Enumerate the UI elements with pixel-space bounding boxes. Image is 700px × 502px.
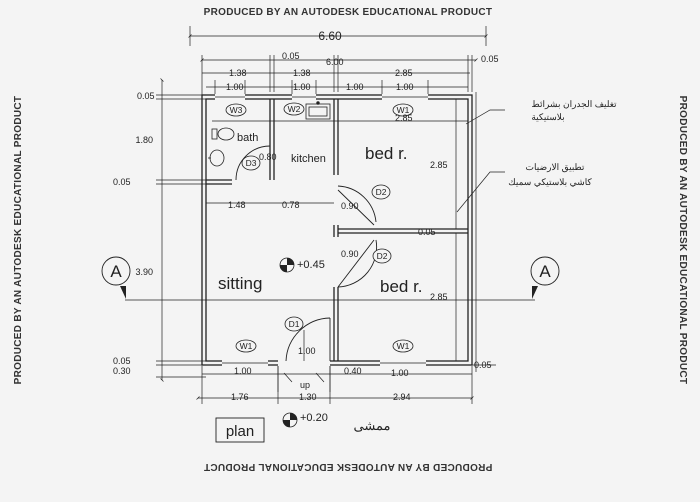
dim-right-005-wall: 0.05 bbox=[418, 227, 436, 237]
left-dimension-lines bbox=[156, 78, 206, 382]
tag-w3: W3 bbox=[230, 105, 243, 115]
kitchen-sink bbox=[305, 101, 331, 120]
dim-top-005-right: 0.05 bbox=[481, 54, 499, 64]
section-label-right: A bbox=[539, 262, 551, 281]
dim-left-005-mid: 0.05 bbox=[113, 177, 131, 187]
banner-top: PRODUCED BY AN AUTODESK EDUCATIONAL PROD… bbox=[204, 7, 493, 18]
note-wall-line2: بلاستيكية bbox=[531, 112, 564, 122]
dim-overall-660: 6.60 bbox=[318, 29, 342, 43]
dim-080: 0.80 bbox=[259, 152, 277, 162]
dim-top-138b: 1.38 bbox=[293, 68, 311, 78]
level-marker-inside bbox=[279, 257, 295, 273]
tag-w1-bottom-left: W1 bbox=[240, 341, 253, 351]
dim-top-100a: 1.00 bbox=[226, 82, 244, 92]
note-floor-line1: تطبيق الارضيات bbox=[526, 162, 585, 173]
doors bbox=[235, 145, 378, 362]
dim-top-100d: 1.00 bbox=[396, 82, 414, 92]
plan-label: plan bbox=[226, 423, 254, 440]
dim-bottom-130: 1.30 bbox=[299, 392, 317, 402]
dim-left-005-bottom: 0.05 bbox=[113, 356, 131, 366]
section-line bbox=[101, 256, 560, 301]
tag-d2-bottom: D2 bbox=[377, 251, 388, 261]
dim-090-top: 0.90 bbox=[341, 201, 359, 211]
tag-d1: D1 bbox=[289, 319, 300, 329]
banner-right: PRODUCED BY AN AUTODESK EDUCATIONAL PROD… bbox=[677, 96, 688, 385]
tag-w1-top: W1 bbox=[397, 105, 410, 115]
note-floor-line2: كاشي بلاستيكي سميك bbox=[508, 177, 592, 187]
section-arrow-left bbox=[120, 286, 126, 299]
element-tags bbox=[225, 102, 414, 353]
dim-left-030: 0.30 bbox=[113, 366, 131, 376]
top-dimension-lines bbox=[188, 26, 488, 100]
room-bed-top: bed r. bbox=[365, 144, 408, 163]
room-kitchen: kitchen bbox=[291, 153, 326, 165]
note-walkway: ممشى bbox=[354, 418, 391, 433]
dim-left-005-top: 0.05 bbox=[137, 91, 155, 101]
tag-d2-top: D2 bbox=[376, 187, 387, 197]
dim-right-285-top: 2.85 bbox=[430, 160, 448, 170]
dim-top-005: 0.05 bbox=[282, 51, 300, 61]
dim-078: 0.78 bbox=[282, 200, 300, 210]
room-bath: bath bbox=[237, 132, 258, 144]
room-bed-bottom: bed r. bbox=[380, 277, 423, 296]
dim-left-390: 3.90 bbox=[135, 267, 153, 277]
dim-top-600: 6.00 bbox=[326, 57, 344, 67]
dim-bottom-040: 0.40 bbox=[344, 366, 362, 376]
dim-285-inner: 2.85 bbox=[395, 113, 413, 123]
dim-top-100b: 1.00 bbox=[293, 82, 311, 92]
level-outside: +0.20 bbox=[300, 412, 328, 424]
dim-top-138: 1.38 bbox=[229, 68, 247, 78]
dim-top-100c: 1.00 bbox=[346, 82, 364, 92]
section-arrow-right bbox=[532, 286, 538, 299]
windows bbox=[215, 94, 428, 366]
dim-bottom-176: 1.76 bbox=[231, 392, 249, 402]
dim-100-door: 1.00 bbox=[298, 346, 316, 356]
tag-w2: W2 bbox=[288, 104, 301, 114]
walls bbox=[201, 94, 473, 366]
entrance-steps bbox=[277, 366, 331, 392]
banner-left: PRODUCED BY AN AUTODESK EDUCATIONAL PROD… bbox=[13, 96, 24, 385]
note-wall-line1: تغليف الجدران بشرائط bbox=[531, 99, 617, 110]
dim-bottom-294: 2.94 bbox=[393, 392, 411, 402]
tag-d3: D3 bbox=[246, 158, 257, 168]
bath-fixtures bbox=[208, 127, 235, 167]
room-sitting: sitting bbox=[218, 274, 262, 293]
inner-dimension-lines bbox=[206, 99, 468, 361]
label-up: up bbox=[300, 380, 310, 390]
tag-w1-bottom-right: W1 bbox=[397, 341, 410, 351]
dim-bottom-100a: 1.00 bbox=[234, 366, 252, 376]
level-marker-outside bbox=[282, 412, 298, 428]
dim-top-285: 2.85 bbox=[395, 68, 413, 78]
dim-left-180: 1.80 bbox=[135, 135, 153, 145]
dim-148: 1.48 bbox=[228, 200, 246, 210]
note-leaders bbox=[456, 109, 505, 213]
level-inside: +0.45 bbox=[297, 259, 325, 271]
dim-right-285-bottom: 2.85 bbox=[430, 292, 448, 302]
section-label-left: A bbox=[110, 262, 122, 281]
dim-bottom-100b: 1.00 bbox=[391, 368, 409, 378]
dim-right-005-bottom: 0.05 bbox=[474, 360, 492, 370]
banner-bottom: PRODUCED BY AN AUTODESK EDUCATIONAL PROD… bbox=[204, 461, 493, 472]
right-dimension-lines bbox=[468, 92, 496, 372]
plan-label-box bbox=[215, 417, 265, 443]
dim-090-bottom: 0.90 bbox=[341, 249, 359, 259]
